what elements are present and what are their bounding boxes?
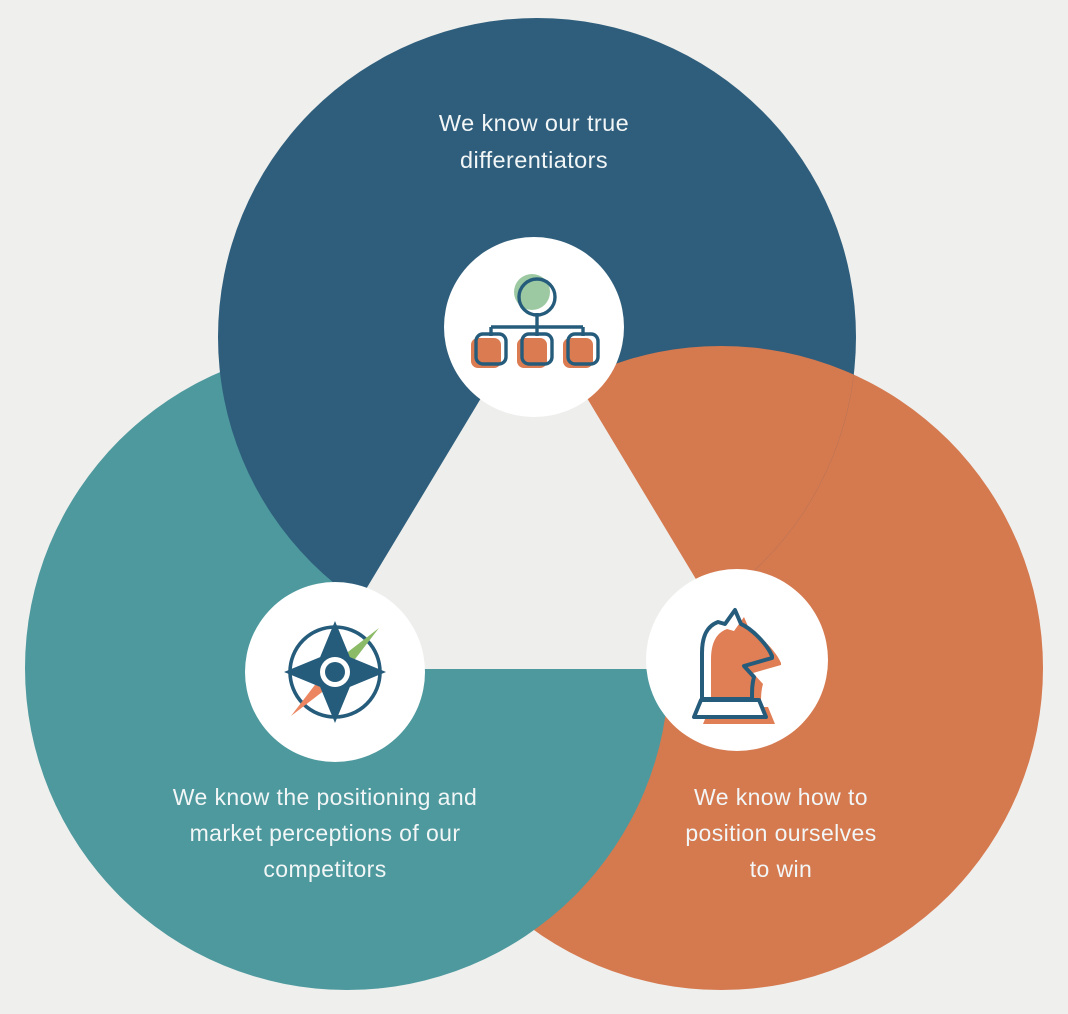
label-bottom-left-circle: We know the positioning and market perce… — [115, 779, 535, 887]
chess-knight-icon — [692, 608, 781, 724]
label-line: differentiators — [460, 147, 608, 173]
label-line: position ourselves — [685, 820, 877, 846]
org-chart-icon — [471, 274, 600, 368]
label-line: market perceptions of our — [189, 820, 461, 846]
label-line: We know how to — [694, 784, 868, 810]
label-line: to win — [749, 856, 813, 882]
label-top-circle: We know our true differentiators — [334, 105, 734, 179]
center-triangle — [318, 310, 750, 669]
compass-icon — [284, 621, 386, 723]
label-line: We know the positioning and — [172, 784, 478, 810]
label-line: competitors — [263, 856, 387, 882]
label-line: We know our true — [438, 110, 630, 136]
label-bottom-right-circle: We know how to position ourselves to win — [621, 779, 941, 887]
